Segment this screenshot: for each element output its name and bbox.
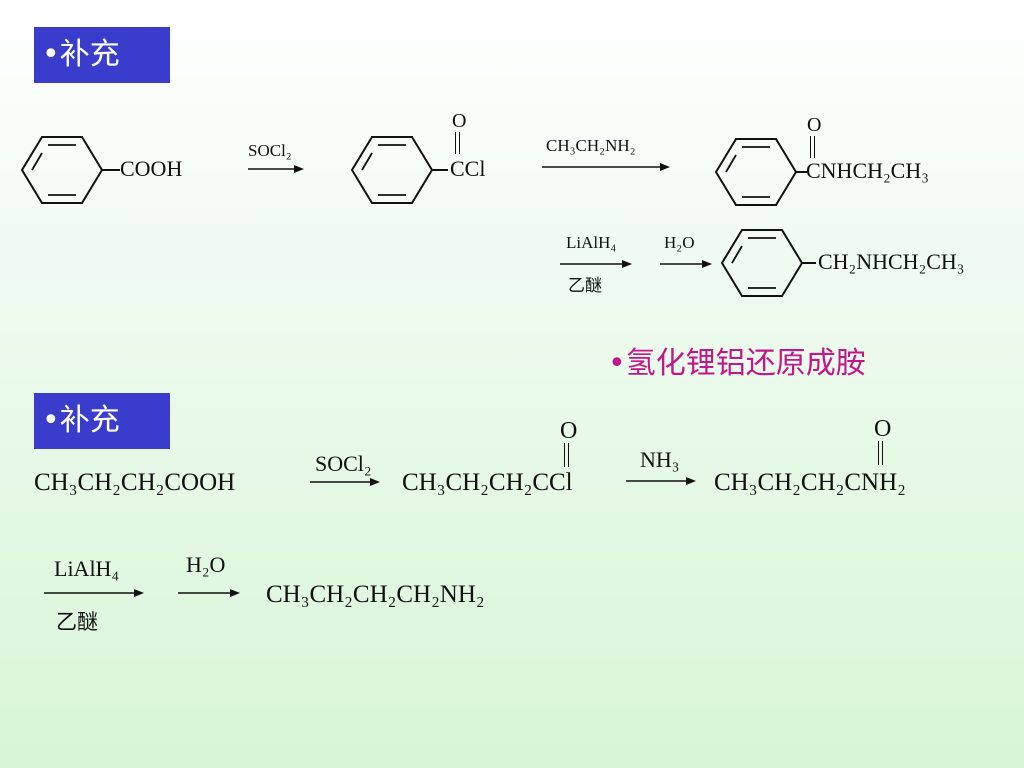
product-2b: CH₃CH₂CH₂CNH₂ — [714, 469, 906, 496]
reaction-arrow-1 — [248, 165, 304, 173]
reagent-socl2-1: SOCl₂ — [248, 141, 292, 160]
note-text: •氢化锂铝还原成胺 — [608, 346, 866, 381]
section1-label: •补充 — [34, 27, 170, 83]
reagent-lialh4-1: LiAlH₄ — [566, 233, 617, 252]
carbonyl-oxygen: O — [874, 416, 892, 442]
reaction-arrow-3 — [560, 260, 632, 268]
reagent-water-2: H₂O — [186, 552, 226, 577]
product-2c: CH₃CH₂CH₂CH₂NH₂ — [266, 581, 485, 608]
product-1b: CNHCH₂CH₃ — [806, 158, 929, 183]
reactant-1: COOH — [120, 156, 183, 181]
benzene-ring-1 — [20, 136, 104, 204]
benzene-ring-3 — [714, 138, 798, 206]
reagent-ethylamine: CH₃CH₂NH₂ — [546, 136, 636, 155]
carbonyl-oxygen: O — [560, 418, 578, 444]
reagent-ammonia: NH₃ — [640, 447, 680, 472]
bond-line — [802, 262, 816, 264]
carbonyl-oxygen: O — [807, 114, 822, 136]
bond-line — [796, 171, 808, 173]
product-2a: CH₃CH₂CH₂CCl — [402, 469, 573, 496]
reagent-socl2-2: SOCl₂ — [315, 451, 372, 476]
benzene-ring-4 — [720, 229, 804, 297]
bond-line — [432, 169, 448, 171]
reactant-2: CH₃CH₂CH₂COOH — [34, 469, 236, 496]
benzene-ring-2 — [350, 136, 434, 204]
reaction-arrow-4 — [660, 260, 712, 268]
carbonyl-double-bond — [455, 132, 460, 154]
reagent-water-1: H₂O — [664, 233, 695, 252]
bond-line — [102, 169, 120, 171]
reagent-ether-2: 乙醚 — [56, 610, 98, 634]
reaction-arrow-6 — [626, 477, 696, 485]
reaction-arrow-5 — [310, 478, 380, 486]
section2-label: •补充 — [34, 393, 170, 449]
reaction-arrow-7 — [44, 589, 144, 597]
product-1a: CCl — [450, 156, 486, 181]
product-1c: CH₂NHCH₂CH₃ — [818, 249, 965, 274]
reaction-arrow-8 — [178, 589, 240, 597]
carbonyl-oxygen: O — [452, 110, 467, 132]
carbonyl-double-bond — [810, 136, 815, 158]
carbonyl-double-bond — [564, 443, 569, 467]
reagent-ether-1: 乙醚 — [568, 276, 602, 296]
carbonyl-double-bond — [878, 441, 883, 465]
reaction-arrow-2 — [542, 163, 670, 171]
reagent-lialh4-2: LiAlH₄ — [54, 556, 120, 581]
